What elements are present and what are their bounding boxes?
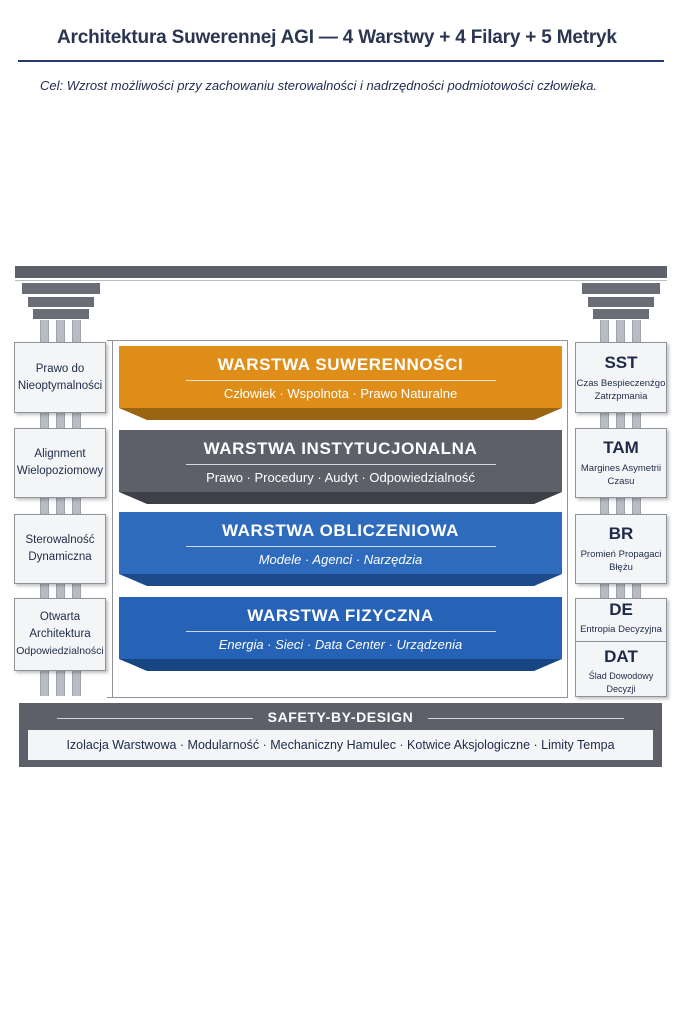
right-shaft bbox=[632, 320, 641, 696]
left-shaft bbox=[56, 320, 65, 696]
title-underline bbox=[18, 60, 664, 62]
right-capital-mid bbox=[588, 297, 654, 307]
layer-face: WARSTWA FIZYCZNA Energia · Sieci · Data … bbox=[119, 597, 562, 659]
left-shaft bbox=[72, 320, 81, 696]
left-shaft bbox=[40, 320, 49, 696]
metric-entry: DAT Ślad Dowodowy Decyzji bbox=[576, 647, 666, 696]
pillar-box: Prawo do Nieoptymalności bbox=[14, 342, 106, 413]
pillar-box: Alignment Wielopoziomowy bbox=[14, 428, 106, 498]
metric-code: TAM bbox=[603, 438, 639, 457]
metric-description: Ślad Dowodowy Decyzji bbox=[588, 670, 654, 694]
layer-title-rule bbox=[185, 380, 496, 381]
layer-bevel bbox=[119, 574, 562, 586]
pillar-label: Sterowalność bbox=[25, 534, 95, 546]
pillar-label: Nieoptymalności bbox=[17, 379, 103, 392]
safety-title: SAFETY-BY-DESIGN bbox=[267, 709, 414, 725]
safety-items-panel: Izolacja Warstwowa · Modularność · Mecha… bbox=[28, 730, 653, 760]
left-capital-mid bbox=[28, 297, 94, 307]
safety-title-line-left bbox=[57, 718, 253, 719]
right-shaft bbox=[616, 320, 625, 696]
pillar-label: Odpowiedzialności bbox=[16, 645, 104, 657]
layer-face: WARSTWA SUWERENNOŚCI Człowiek · Wspolnot… bbox=[119, 346, 562, 408]
metric-description: Entropia Decyzyjna bbox=[580, 623, 662, 635]
layer-face: WARSTWA INSTYTUCJONALNA Prawo · Procedur… bbox=[119, 430, 562, 492]
metric-description: Margines Asymetrii Czasu bbox=[581, 462, 661, 488]
pillar-label: Architektura bbox=[29, 628, 91, 640]
metric-desc-line: Błężu bbox=[609, 562, 633, 573]
pillar-label: Alignment bbox=[34, 448, 86, 460]
left-capital-low bbox=[33, 309, 89, 319]
roof-underline bbox=[15, 280, 667, 281]
pillar-label: Otwarta bbox=[39, 611, 81, 623]
safety-title-line-right bbox=[428, 718, 624, 719]
layer-items: Modele · Agenci · Narzędzia bbox=[258, 552, 423, 567]
pillar-label: Prawo do bbox=[35, 362, 85, 375]
metric-entry: DE Entropia Decyzyjna bbox=[576, 600, 666, 636]
pillar-label: Dynamiczna bbox=[28, 551, 92, 563]
metric-desc-line: Czas Bespieczenźgo bbox=[576, 377, 666, 389]
metric-box: DE Entropia Decyzyjna DAT Ślad Dowodowy … bbox=[575, 598, 667, 697]
right-capital-low bbox=[593, 309, 649, 319]
metric-desc-line: Zatrzpmania bbox=[594, 390, 648, 402]
layer-items: Człowiek · Wspolnota · Prawo Naturalne bbox=[223, 386, 458, 401]
metric-box: SST Czas Bespieczenźgo Zatrzpmania bbox=[575, 342, 667, 413]
metric-code: DE bbox=[609, 599, 633, 619]
layer-bevel bbox=[119, 408, 562, 420]
safety-items: Izolacja Warstwowa · Modularność · Mecha… bbox=[66, 738, 615, 752]
stack-frame-left bbox=[112, 340, 113, 698]
metric-code: DAT bbox=[604, 646, 638, 666]
stack-frame-bottom bbox=[107, 697, 567, 698]
metric-code: SST bbox=[604, 352, 638, 372]
layer-title: WARSTWA INSTYTUCJONALNA bbox=[203, 439, 478, 458]
pillar-box: Sterowalność Dynamiczna bbox=[14, 514, 106, 584]
diagram-title: Architektura Suwerennej AGI — 4 Warstwy … bbox=[57, 27, 617, 48]
safety-by-design-base: SAFETY-BY-DESIGN Izolacja Warstwowa · Mo… bbox=[19, 703, 662, 767]
layer-title-rule bbox=[185, 546, 496, 547]
right-capital-top bbox=[582, 283, 660, 294]
layer-bevel bbox=[119, 492, 562, 504]
layer-title-rule bbox=[185, 464, 496, 465]
layer-title-rule bbox=[185, 631, 496, 632]
layer-title: WARSTWA SUWERENNOŚCI bbox=[217, 355, 464, 374]
right-shaft bbox=[600, 320, 609, 696]
metric-code: BR bbox=[608, 524, 634, 543]
layer-title: WARSTWA FIZYCZNA bbox=[247, 606, 434, 625]
goal-statement: Cel: Wzrost możliwości przy zachowaniu s… bbox=[40, 78, 598, 93]
pillar-box: Otwarta Architektura Odpowiedzialności bbox=[14, 598, 106, 671]
layer-title: WARSTWA OBLICZENIOWA bbox=[221, 521, 460, 540]
metric-desc-line: Promień Propagaci bbox=[580, 549, 662, 560]
stack-frame-right bbox=[567, 340, 568, 698]
metric-box: BR Promień Propagaci Błężu bbox=[575, 514, 667, 584]
roof-beam bbox=[15, 266, 667, 278]
metric-desc-line: Margines Asymetrii bbox=[580, 463, 662, 474]
metric-box: TAM Margines Asymetrii Czasu bbox=[575, 428, 667, 498]
left-capital-top bbox=[22, 283, 100, 294]
metric-divider bbox=[575, 640, 667, 642]
layer-bevel bbox=[119, 659, 562, 671]
layer-face: WARSTWA OBLICZENIOWA Modele · Agenci · N… bbox=[119, 512, 562, 574]
metric-desc-line: Czasu bbox=[607, 476, 635, 487]
stack-frame-top bbox=[107, 340, 567, 341]
layer-items: Prawo · Procedury · Audyt · Odpowiedzial… bbox=[206, 470, 475, 485]
pillar-label: Wielopoziomowy bbox=[16, 465, 104, 477]
metric-description: Czas Bespieczenźgo Zatrzpmania bbox=[577, 377, 666, 403]
metric-description: Promień Propagaci Błężu bbox=[581, 548, 662, 574]
layer-items: Energia · Sieci · Data Center · Urządzen… bbox=[218, 637, 463, 652]
